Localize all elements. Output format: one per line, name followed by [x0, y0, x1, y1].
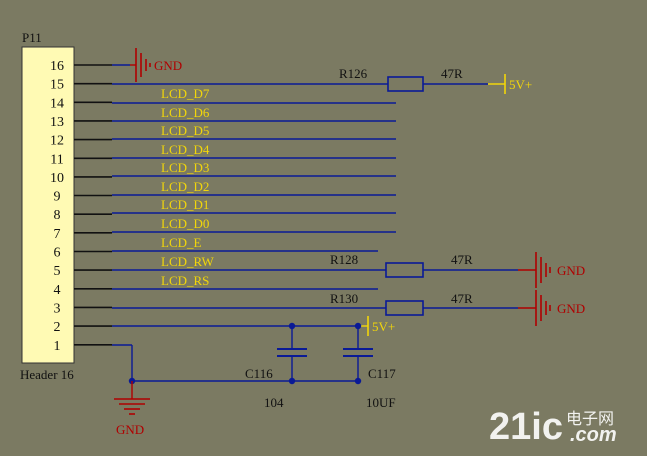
gnd-label-main: GND — [116, 422, 144, 437]
pin-number-9: 9 — [54, 190, 61, 205]
header-designator: P11 — [22, 30, 42, 45]
junction-c117-bottom — [354, 377, 362, 385]
gnd-symbol-r128 — [518, 252, 551, 288]
c116-ref: C116 — [245, 366, 273, 381]
pin-number-14: 14 — [50, 96, 64, 111]
net-label-lcd-e: LCD_E — [161, 235, 202, 250]
pin-number-1: 1 — [54, 339, 61, 354]
pin-numbers: 16 15 14 13 12 11 10 9 8 7 6 5 4 3 2 1 — [50, 59, 64, 354]
watermark-domain: .com — [570, 424, 617, 446]
net-label-lcd-d6: LCD_D6 — [161, 105, 210, 120]
net-label-lcd-d3: LCD_D3 — [161, 160, 209, 175]
pin-number-3: 3 — [54, 301, 61, 316]
gnd-label-r128: GND — [557, 263, 585, 278]
pin-number-10: 10 — [50, 171, 64, 186]
net-label-lcd-d4: LCD_D4 — [161, 142, 210, 157]
vcc-label-pin2: 5V+ — [372, 319, 395, 334]
c117-value: 10UF — [366, 395, 396, 410]
gnd-symbol-main — [114, 381, 150, 415]
capacitor-c116 — [277, 326, 307, 381]
r130-value: 47R — [451, 291, 473, 306]
watermark-cn: 电子网 — [566, 409, 614, 428]
r130-ref: R130 — [330, 291, 358, 306]
pin-number-5: 5 — [54, 264, 61, 279]
net-label-lcd-d1: LCD_D1 — [161, 197, 209, 212]
pin-stubs — [74, 64, 112, 346]
r128-ref: R128 — [330, 252, 358, 267]
net-label-lcd-d2: LCD_D2 — [161, 179, 209, 194]
lcd-net-labels: LCD_D7 LCD_D6 LCD_D5 LCD_D4 LCD_D3 LCD_D… — [161, 86, 214, 288]
pin-number-13: 13 — [50, 115, 64, 130]
header-body — [21, 46, 75, 364]
watermark: 21ic 电子网 .com — [489, 406, 617, 448]
net-label-lcd-d7: LCD_D7 — [161, 86, 210, 101]
net-label-lcd-d0: LCD_D0 — [161, 216, 209, 231]
pin-number-12: 12 — [50, 134, 64, 149]
net-label-lcd-rs: LCD_RS — [161, 273, 209, 288]
pin-number-16: 16 — [50, 59, 64, 74]
c117-ref: C117 — [368, 366, 396, 381]
net-label-lcd-d5: LCD_D5 — [161, 123, 209, 138]
resistor-r126 — [387, 76, 424, 92]
pin-number-7: 7 — [54, 227, 61, 242]
pin-number-4: 4 — [54, 283, 61, 298]
net-label-lcd-rw: LCD_RW — [161, 254, 214, 269]
vcc-label-r126: 5V+ — [509, 77, 532, 92]
watermark-main: 21ic — [489, 406, 563, 448]
header-name: Header 16 — [20, 367, 74, 382]
pin-number-6: 6 — [54, 246, 61, 261]
bus-wires — [112, 102, 396, 290]
gnd-label-pin16: GND — [154, 58, 182, 73]
capacitor-c117 — [343, 326, 373, 381]
pin-number-15: 15 — [50, 78, 64, 93]
resistor-r130 — [385, 300, 424, 316]
junction-c116-bottom — [288, 377, 296, 385]
r126-ref: R126 — [339, 66, 368, 81]
r126-value: 47R — [441, 66, 463, 81]
pin-number-2: 2 — [54, 320, 61, 335]
c116-value: 104 — [264, 395, 284, 410]
r128-value: 47R — [451, 252, 473, 267]
gnd-label-r130: GND — [557, 301, 585, 316]
pin-number-11: 11 — [50, 152, 63, 167]
gnd-symbol-pin16 — [112, 48, 151, 82]
gnd-symbol-r130 — [518, 290, 551, 326]
pin-number-8: 8 — [54, 208, 61, 223]
resistor-r128 — [385, 262, 424, 278]
